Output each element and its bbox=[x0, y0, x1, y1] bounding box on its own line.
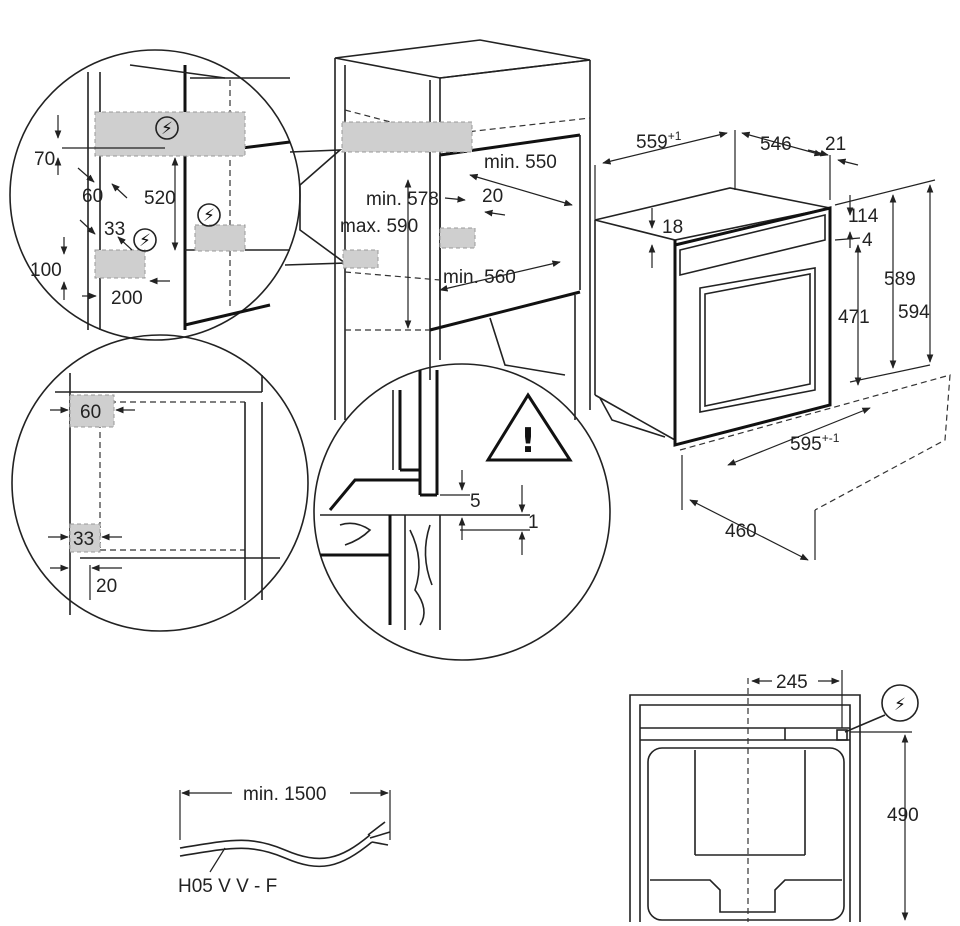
dim-490: 490 bbox=[887, 805, 919, 826]
detail-circle-electrical: ⚡ ⚡ ⚡ 70 60 520 33 100 200 bbox=[9, 49, 301, 341]
dim-245: 245 bbox=[776, 672, 808, 693]
dim-21: 21 bbox=[825, 134, 846, 155]
dim-589: 589 bbox=[884, 269, 916, 290]
dim-20-niche: 20 bbox=[482, 186, 503, 207]
dim-471: 471 bbox=[838, 307, 870, 328]
dim-546: 546 bbox=[760, 134, 792, 155]
dim-33-side: 33 bbox=[73, 529, 94, 550]
dim-559: 559+1 bbox=[636, 129, 682, 153]
bolt-icon bbox=[197, 203, 221, 227]
dim-200: 200 bbox=[111, 288, 143, 309]
svg-text:⚡: ⚡ bbox=[139, 231, 151, 251]
dim-594: 594 bbox=[898, 302, 930, 323]
dim-min-550: min. 550 bbox=[484, 152, 557, 173]
cabinet-niche: min. 578 max. 590 min. 550 20 min. 560 bbox=[334, 39, 591, 420]
dim-460: 460 bbox=[725, 521, 757, 542]
power-zone-mid bbox=[194, 224, 246, 252]
cable-type-label: H05 V V - F bbox=[178, 876, 277, 897]
bolt-icon bbox=[881, 684, 919, 722]
warning-icon bbox=[485, 392, 573, 462]
dim-18: 18 bbox=[662, 217, 683, 238]
svg-text:⚡: ⚡ bbox=[894, 695, 906, 715]
dim-595: 595+-1 bbox=[790, 431, 840, 455]
callout-wedge-bottom bbox=[489, 317, 566, 376]
detail-circle-side: 60 33 20 bbox=[11, 334, 309, 632]
niche-side-zone bbox=[342, 249, 379, 269]
niche-power-zone bbox=[341, 121, 473, 153]
side-zone-60 bbox=[69, 394, 115, 428]
bolt-icon bbox=[155, 116, 179, 140]
dim-100: 100 bbox=[30, 260, 62, 281]
socket-marker bbox=[836, 729, 848, 741]
power-cable: min. 1500 H05 V V - F bbox=[178, 784, 391, 897]
callout-wedge-left bbox=[284, 149, 348, 266]
dim-min-560: min. 560 bbox=[443, 267, 516, 288]
dim-5: 5 bbox=[470, 491, 481, 512]
dim-33-top: 33 bbox=[104, 219, 125, 240]
svg-text:⚡: ⚡ bbox=[203, 206, 215, 226]
dim-60-side: 60 bbox=[80, 402, 101, 423]
dim-4: 4 bbox=[862, 230, 873, 251]
bolt-icon bbox=[133, 228, 157, 252]
niche-socket-zone bbox=[439, 227, 476, 249]
dim-min-578: min. 578 bbox=[366, 189, 439, 210]
svg-text:⚡: ⚡ bbox=[161, 119, 173, 139]
dim-min-1500: min. 1500 bbox=[243, 784, 326, 805]
dim-20-side: 20 bbox=[96, 576, 117, 597]
dim-60-top: 60 bbox=[82, 186, 103, 207]
dim-114: 114 bbox=[848, 206, 879, 227]
side-zone-33 bbox=[69, 523, 101, 553]
detail-circle-warning: ! 5 1 bbox=[313, 363, 611, 661]
dim-max-590: max. 590 bbox=[340, 216, 418, 237]
dim-520: 520 bbox=[144, 188, 176, 209]
oven-appliance: 559+1 546 21 18 114 4 589 594 471 595+-1… bbox=[594, 129, 951, 561]
dim-1: 1 bbox=[528, 512, 539, 533]
front-view-cabinet: ⚡ 245 490 bbox=[629, 670, 919, 922]
power-zone-top bbox=[94, 111, 246, 157]
power-zone-low bbox=[94, 249, 146, 279]
dim-70: 70 bbox=[34, 149, 55, 170]
svg-text:!: ! bbox=[520, 421, 536, 461]
